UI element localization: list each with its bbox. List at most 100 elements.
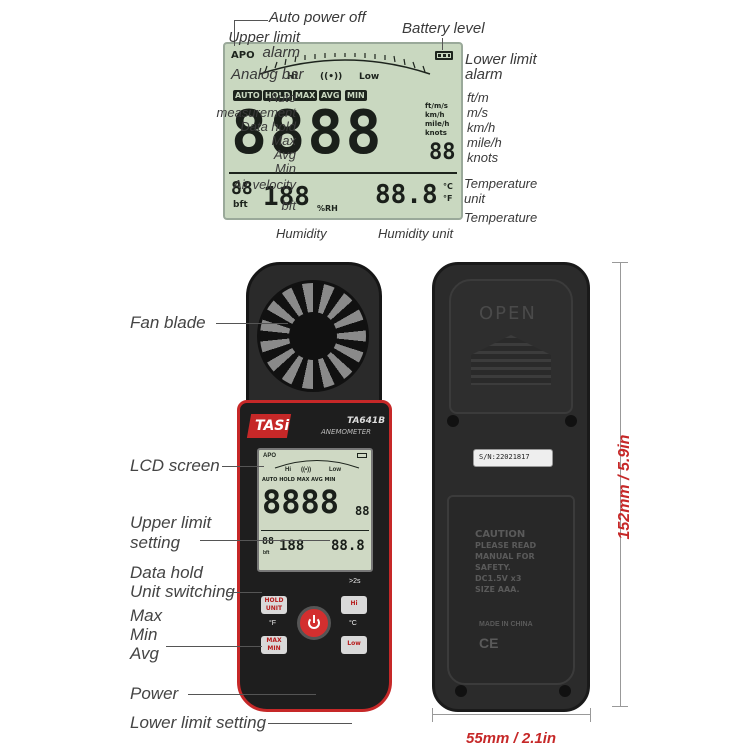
- label-data-hold: Data hold: [130, 563, 203, 582]
- screw-top-left: [447, 415, 459, 427]
- label-unit-list: ft/m m/s km/h mile/h knots: [467, 90, 502, 165]
- temp-unit-f: °F: [443, 194, 453, 203]
- caution-title: CAUTION: [475, 529, 526, 540]
- small-humidity-digits: 188: [279, 538, 305, 554]
- lcd-low: Low: [359, 72, 380, 82]
- brand-logo: TASi: [255, 418, 290, 434]
- label-temperature-unit: Temperature unit: [464, 176, 538, 206]
- leader-line: [200, 540, 330, 541]
- mode-hold: HOLD: [263, 90, 293, 101]
- leader-line: [166, 646, 262, 647]
- small-analog-bar: [274, 460, 360, 469]
- leader-line: [228, 592, 262, 593]
- rh-label: %RH: [317, 204, 338, 213]
- label-auto-measurement: Auto measurement: [216, 90, 296, 120]
- ce-mark: CE: [479, 635, 499, 651]
- small-sub-digits: 88: [355, 504, 370, 518]
- temp-unit-c: °C: [443, 182, 453, 191]
- temp-digits: 88.8: [375, 180, 438, 210]
- fan-hub: [289, 312, 337, 360]
- small-lcd-low: Low: [329, 467, 341, 473]
- small-mode-row: AUTO HOLD MAX AVG MIN: [262, 477, 336, 483]
- height-dimension-label: 152mm / 5.9in: [616, 434, 633, 540]
- analog-bar: [259, 53, 431, 75]
- label-lcd-screen: LCD screen: [130, 456, 220, 475]
- max-min-button[interactable]: MAX MIN: [261, 636, 287, 654]
- leader-line: [234, 20, 268, 21]
- low-button[interactable]: Low: [341, 636, 367, 654]
- mode-auto: AUTO: [233, 90, 262, 101]
- small-lcd-divider: [261, 530, 369, 531]
- device-type: ANEMOMETER: [321, 428, 372, 436]
- made-in-label: MADE IN CHINA: [479, 621, 533, 628]
- width-dimension-cap-right: [590, 708, 591, 722]
- hi-button[interactable]: Hi: [341, 596, 367, 614]
- power-button[interactable]: [297, 606, 331, 640]
- power-icon-stem: [313, 615, 315, 623]
- device-back: OPEN S/N:22021817 CAUTION PLEASE READ MA…: [432, 262, 590, 712]
- label-auto-power-off: Auto power off: [269, 9, 366, 26]
- label-upper-limit-alarm: Upper limit alarm: [228, 29, 300, 61]
- label-battery-level: Battery level: [402, 20, 485, 37]
- model-name: TA641B: [347, 416, 386, 426]
- alarm-icon: ((•)): [320, 72, 343, 82]
- leader-line: [442, 38, 443, 50]
- serial-number: S/N:22021817: [479, 453, 530, 461]
- leader-line: [188, 694, 316, 695]
- lcd-apo: APO: [231, 50, 255, 61]
- lcd-diagram: APO Hi ((•)) Low AUTO HOLD MAX AVG MIN 8…: [223, 42, 463, 220]
- small-lcd: APO Hi ((•)) Low AUTO HOLD MAX AVG MIN 8…: [257, 448, 373, 572]
- device-front: TASi TA641B ANEMOMETER APO Hi ((•)) Low …: [237, 262, 392, 712]
- small-lcd-apo: APO: [263, 453, 277, 459]
- label-power: Power: [130, 684, 179, 703]
- deg-c-label: °C: [349, 620, 357, 627]
- mode-max: MAX: [293, 90, 318, 101]
- leader-line: [268, 723, 352, 724]
- hold-hint-icon: >2s: [349, 578, 361, 585]
- screw-bottom-right: [559, 685, 571, 697]
- hold-unit-button[interactable]: HOLD UNIT: [261, 596, 287, 614]
- mode-min: MIN: [345, 90, 367, 101]
- label-max-lcd: Max: [271, 133, 296, 148]
- height-dimension-cap-bottom: [612, 706, 628, 707]
- label-analog-bar: Analog bar: [231, 66, 304, 83]
- bft-label: bft: [233, 200, 248, 210]
- small-digits: 88: [429, 140, 456, 165]
- small-bft-label: bft: [263, 550, 270, 556]
- height-dimension-line: [620, 262, 621, 706]
- leader-line: [216, 323, 288, 324]
- mode-avg: AVG: [319, 90, 342, 101]
- leader-line: [222, 466, 264, 467]
- leader-line: [234, 20, 235, 46]
- label-air-velocity: Air velocity: [233, 177, 296, 192]
- screw-bottom-left: [455, 685, 467, 697]
- small-bft-digits: 88: [262, 536, 275, 547]
- caution-block: CAUTION PLEASE READ MANUAL FOR SAFETY. D…: [475, 529, 537, 594]
- width-dimension-line: [432, 714, 590, 715]
- humidity-digits: 188: [263, 182, 310, 212]
- label-lower-limit-setting: Lower limit setting: [130, 713, 267, 732]
- label-avg: Avg: [130, 644, 159, 663]
- label-min: Min: [130, 625, 158, 644]
- deg-f-label: °F: [269, 620, 277, 627]
- small-main-digits: 8888: [262, 483, 340, 521]
- height-dimension-cap-top: [612, 262, 628, 263]
- label-lower-limit-alarm: Lower limit alarm: [465, 51, 537, 83]
- serial-plate: [473, 449, 553, 467]
- lcd-hi: Hi: [287, 72, 298, 82]
- label-fan-blade: Fan blade: [130, 313, 206, 332]
- main-digits: 8888: [231, 98, 384, 168]
- label-humidity: Humidity: [276, 226, 327, 241]
- open-label: OPEN: [479, 303, 537, 324]
- label-humidity-unit: Humidity unit: [378, 226, 454, 241]
- label-min-lcd: Min: [275, 161, 296, 176]
- back-panel: [447, 495, 575, 685]
- lcd-divider: [229, 172, 457, 174]
- screw-top-right: [565, 415, 577, 427]
- label-temperature: Temperature: [464, 210, 538, 225]
- label-unit-switching: Unit switching: [130, 582, 235, 601]
- small-battery-icon: [357, 453, 367, 458]
- battery-icon: [435, 51, 453, 60]
- label-bft: bft: [281, 198, 296, 213]
